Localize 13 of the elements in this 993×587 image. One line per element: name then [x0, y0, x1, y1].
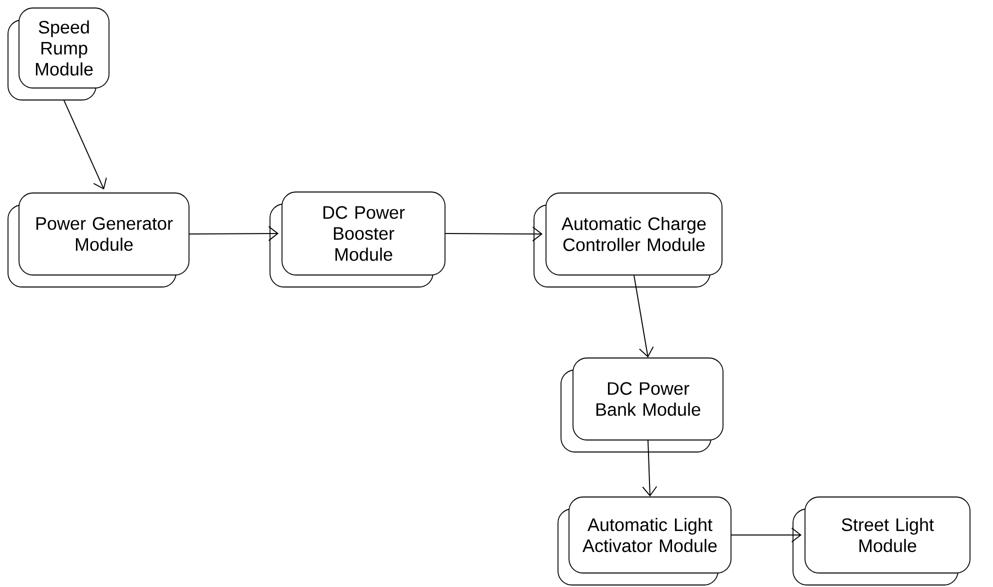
arrow	[444, 226, 543, 242]
module-box: Power Generator Module	[8, 192, 190, 288]
arrow	[64, 100, 107, 190]
arrow	[642, 440, 658, 497]
arrow	[634, 274, 654, 358]
arrow	[730, 528, 802, 542]
module-box: Automatic Light Activator Module	[558, 496, 732, 586]
arrow	[188, 226, 279, 242]
module-box: DC Power Booster Module	[270, 192, 446, 288]
module-box: Street Light Module	[792, 496, 970, 586]
module-box: DC Power Bank Module	[560, 358, 724, 452]
module-box: Automatic Charge Controller Module	[534, 192, 722, 288]
module-box: Speed Rump Module	[8, 8, 110, 100]
